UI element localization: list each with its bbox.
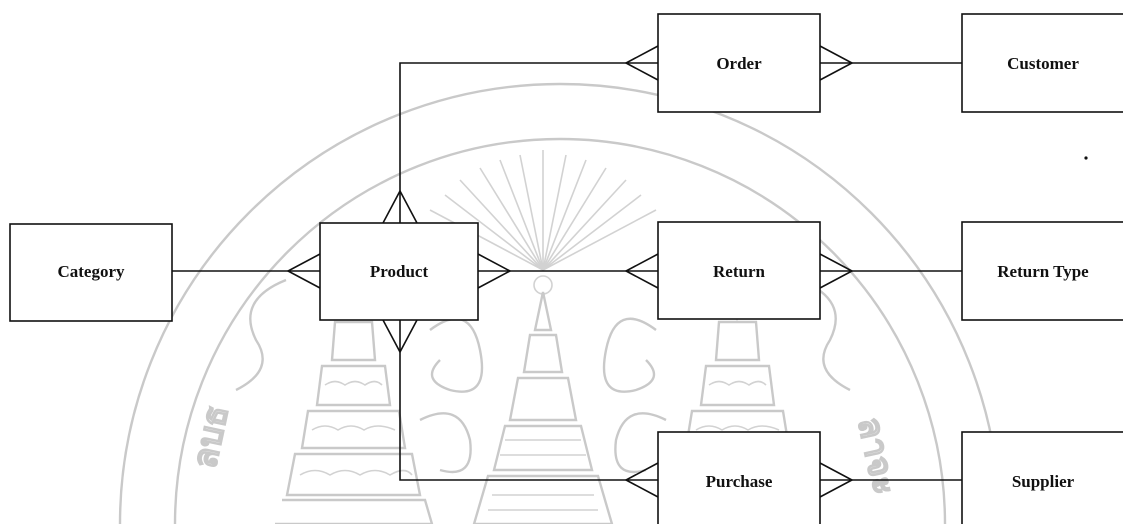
entity-return-box[interactable] [657,221,821,320]
entity-order[interactable]: Order [657,13,821,113]
entity-category[interactable]: Category [9,223,173,322]
crow-return-right [819,253,854,289]
crow-product-top [382,189,418,224]
entity-return-label: Return [713,262,765,281]
entity-category-box[interactable] [9,223,173,322]
crow-product-bottom [382,319,418,354]
entity-supplier[interactable]: Supplier [961,431,1123,524]
crow-purchase-right [819,462,854,498]
crow-product-right [477,253,512,289]
crow-product-left [286,253,321,289]
entity-customer-label: Customer [1007,54,1079,73]
entity-order-box[interactable] [657,13,821,113]
entity-return-type-label: Return Type [997,262,1089,281]
entity-category-label: Category [57,262,125,281]
crows-feet [286,45,854,498]
line-product-order [399,62,658,223]
seal-outer-arc [118,82,1002,524]
crow-return-left [624,253,659,289]
entity-return[interactable]: Return [657,221,821,320]
watermark-seal: ลบธ ลาจะ [118,82,1002,524]
entity-product-label: Product [370,262,429,281]
entity-order-label: Order [716,54,762,73]
stray-mark [1084,156,1088,160]
line-product-purchase [399,320,658,481]
seal-central-spire [472,291,614,524]
seal-sunburst [429,150,657,295]
seal-inner-arc [173,137,947,524]
crow-purchase-left [624,462,659,498]
entity-product-box[interactable] [319,222,479,321]
entity-customer-box[interactable] [961,13,1123,113]
entity-purchase-box[interactable] [657,431,821,524]
entity-product[interactable]: Product [319,222,479,321]
entity-customer[interactable]: Customer [961,13,1123,113]
entity-purchase-label: Purchase [706,472,773,491]
entity-return-type-box[interactable] [961,221,1123,321]
entity-supplier-label: Supplier [1012,472,1075,491]
seal-right-inscription: ลาจะ [850,414,902,498]
seal-left-inscription: ลบธ [187,402,236,471]
seal-left-pagoda [275,276,434,524]
crow-order-left [624,45,659,81]
entity-return-type[interactable]: Return Type [961,221,1123,321]
crow-order-right [819,45,854,81]
entity-purchase[interactable]: Purchase [657,431,821,524]
entity-supplier-box[interactable] [961,431,1123,524]
seal-scrolls [235,278,851,474]
relationship-lines [172,62,962,481]
